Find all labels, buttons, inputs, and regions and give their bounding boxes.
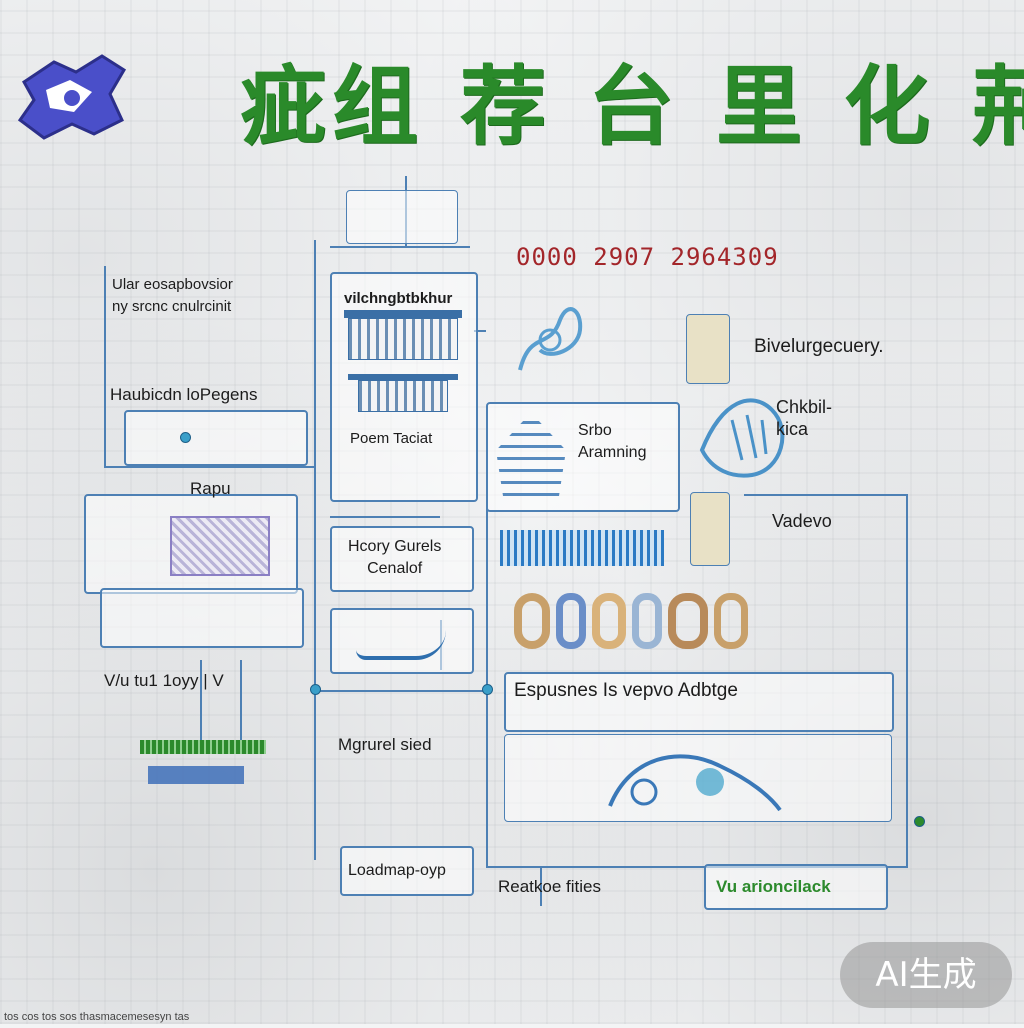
- right-top-box: [686, 314, 730, 384]
- right-label-2: Chkbil- kica: [776, 396, 832, 440]
- middle-header-label: vilchngbtbkhur: [344, 288, 452, 310]
- connector-line: [104, 266, 106, 466]
- rapid-label: Rapu: [190, 478, 231, 500]
- colored-glyph-row: [514, 590, 794, 652]
- sribo-label: Srbo Aramning: [578, 420, 646, 464]
- connector-node: [482, 684, 493, 695]
- ai-generated-badge: AI生成: [840, 942, 1012, 1008]
- connector-line: [330, 516, 440, 518]
- logo-icon: [14, 42, 130, 146]
- dragon-sketch-icon: [510, 290, 590, 380]
- connector-line: [314, 240, 316, 860]
- vu-ario-label: Vu arioncilack: [716, 876, 831, 898]
- connector-line: [744, 494, 908, 496]
- connector-line: [240, 660, 242, 750]
- connector-node: [310, 684, 321, 695]
- barcode-strip: [500, 530, 664, 566]
- top-small-box: [346, 190, 458, 244]
- connector-line: [906, 494, 908, 868]
- wave-sketch-icon: [600, 736, 790, 816]
- rapid-sub-box: [100, 588, 304, 648]
- connector-line: [316, 690, 486, 692]
- right-mid-box: [690, 492, 730, 566]
- footer-text: tos cos tos sos thasmacemesesyn tas: [4, 1006, 189, 1028]
- symbol-glyph: [356, 616, 446, 660]
- page-title: 疵组 荐 台 里 化 荊: [240, 36, 880, 136]
- loadmap-label: Loadmap-oyp: [348, 860, 446, 882]
- poem-label: Poem Taciat: [350, 428, 432, 450]
- rapid-picture: [170, 516, 270, 576]
- top-left-label: Ular eosapbovsior ny srcnc cnulrcinit: [112, 274, 233, 318]
- history-label: Hcory Gurels Cenalof: [348, 536, 441, 580]
- connector-node: [914, 816, 925, 827]
- connector-line: [104, 466, 314, 468]
- bottom-left-label: V/u tu1 1oyy | V: [104, 670, 224, 692]
- connector-line: [330, 246, 470, 248]
- right-label-1: Bivelurgecuery.: [754, 336, 884, 358]
- handicap-box: [124, 410, 308, 466]
- connector-line: [486, 496, 488, 866]
- connector-node: [180, 432, 191, 443]
- handicap-label: Haubicdn loPegens: [110, 384, 257, 406]
- blue-bar: [148, 766, 244, 784]
- reatkoe-label: Reatkoe fities: [498, 876, 601, 898]
- espusnes-label: Espusnes Is vepvo Adbtge: [514, 680, 738, 702]
- vadevo-label: Vadevo: [772, 510, 832, 532]
- temple-illustration: [348, 310, 458, 420]
- green-bar: [140, 740, 266, 754]
- code-number: 0000 2907 2964309: [516, 246, 779, 268]
- mgrurel-label: Mgrurel sied: [338, 734, 432, 756]
